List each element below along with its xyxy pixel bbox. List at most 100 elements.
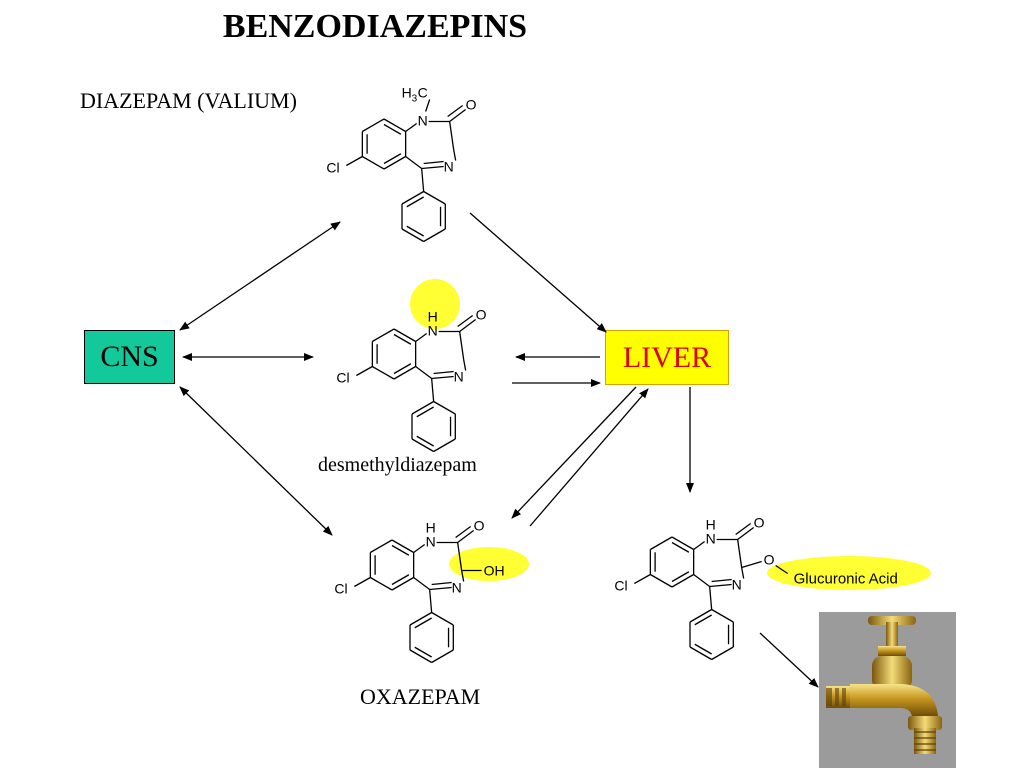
diazepam-structure-double-bond — [423, 160, 444, 165]
desmethyldiazepam-structure-phenyl-bond — [433, 400, 456, 415]
diazepam-structure-methyl-h: H — [402, 85, 412, 101]
liver-node: LIVER — [605, 330, 729, 385]
oxazepam-glucuronide-structure-bond — [634, 573, 651, 585]
desmethyldiazepam-structure-bond — [431, 375, 454, 380]
oxazepam-glucuronide-structure-glucuronic-acid: Glucuronic Acid — [794, 571, 898, 588]
oxazepam-structure-double-bond — [455, 525, 472, 539]
oxazepam-glucuronide-structure-n4: N — [732, 577, 742, 593]
oxazepam-structure-phenyl-double-bond — [414, 646, 432, 658]
desmethyldiazepam-structure-benzene-double-bond — [393, 333, 412, 345]
desmethyldiazepam-structure-phenyl-bond — [411, 438, 434, 453]
desmethyldiazepam-structure-o: O — [476, 307, 487, 323]
desmethyldiazepam-structure-bond — [415, 365, 433, 380]
oxazepam-structure-double-bond — [431, 581, 452, 586]
desmethyldiazepam-structure-bond — [431, 378, 435, 402]
diazepam-structure-bond — [453, 149, 457, 161]
desmethyldiazepam-structure-cl: Cl — [336, 370, 349, 386]
oxazepam-structure-benzene-double-bond — [391, 574, 410, 586]
diazepam-structure-phenyl-bond — [423, 190, 446, 205]
oxazepam-structure-bond — [354, 576, 371, 588]
oxazepam-glucuronide-structure-bond — [737, 526, 755, 541]
oxazepam-structure-benzene-bond — [370, 576, 393, 591]
oxazepam-structure-bond — [457, 542, 463, 571]
oxazepam-structure-phenyl-bond — [409, 611, 432, 626]
diazepam-label: DIAZEPAM (VALIUM) — [80, 88, 297, 113]
oxazepam-structure-o: O — [474, 518, 485, 534]
oxazepam-structure-bond — [413, 576, 431, 591]
oxazepam-structure-phenyl-bond — [431, 649, 454, 664]
cns-node: CNS — [84, 330, 175, 384]
desmethyldiazepam-structure-benzene-bond — [393, 328, 416, 343]
oxazepam-structure-bond — [457, 529, 475, 544]
oxazepam-glucuronide-structure-h: H — [706, 517, 716, 533]
desmethyldiazepam-structure-phenyl-bond — [433, 438, 456, 453]
oh-highlight — [449, 547, 529, 581]
oxazepam-structure-h: H — [426, 520, 436, 536]
oxazepam-structure-benzene-bond — [370, 539, 393, 554]
liver-label: LIVER — [622, 340, 712, 374]
desmethyldiazepam-structure-h: H — [428, 309, 438, 325]
nh-highlight — [410, 279, 460, 329]
diazepam-structure-bond — [449, 121, 455, 150]
diazepam-structure-methyl-c: C — [418, 85, 428, 101]
oxazepam-glucuronide-structure-phenyl-bond — [711, 608, 734, 623]
diazepam-structure-benzene-double-bond — [383, 153, 402, 165]
desmethyldiazepam-structure-double-bond — [457, 314, 474, 328]
diazepam-structure-phenyl-bond — [423, 228, 446, 243]
desmethyldiazepam-structure: O N N Cl H — [336, 307, 487, 453]
diazepam-structure-methyl-sub: 3 — [412, 94, 418, 105]
oxazepam-structure-benzene-bond — [391, 576, 414, 591]
oxazepam-glucuronide-structure-phenyl-bond — [689, 646, 712, 661]
desmethyldiazepam-structure-n4: N — [454, 369, 464, 385]
oxazepam-label: OXAZEPAM — [360, 684, 481, 709]
oxazepam-glucuronide-structure-benzene-bond — [671, 536, 694, 551]
oxazepam-liver-arrow — [529, 388, 649, 527]
oxazepam-glucuronide-structure-bond — [709, 583, 732, 588]
cns-oxazepam-arrow — [179, 386, 333, 536]
diazepam-structure-phenyl-bond — [401, 228, 424, 243]
cns-diazepam-arrow — [179, 221, 341, 331]
oxazepam-glucuronide-structure-double-bond — [711, 578, 732, 583]
oxazepam-structure-benzene-double-bond — [391, 544, 410, 556]
desmethyldiazepam-structure-n1: N — [428, 323, 438, 339]
desmethyldiazepam-structure-benzene-bond — [372, 365, 395, 380]
desmethyldiazepam-structure-benzene-bond — [372, 328, 395, 343]
oxazepam-glucuronide-structure-bond — [775, 564, 789, 575]
oxazepam-structure-oh: OH — [484, 563, 505, 579]
diazepam-structure-phenyl-double-bond — [406, 196, 424, 208]
diazepam-structure-benzene-bond — [362, 155, 385, 170]
glucuronic-highlight — [767, 556, 931, 590]
oxazepam-structure-cl: Cl — [334, 581, 347, 597]
oxazepam-structure-phenyl-bond — [431, 611, 454, 626]
oxazepam-structure-n1: N — [426, 534, 436, 550]
diazepam-structure-bond — [449, 108, 467, 123]
oxazepam-glucuronide-structure-phenyl-double-bond — [694, 643, 712, 655]
oxazepam-glucuronide-structure-benzene-double-bond — [671, 571, 690, 583]
faucet-photo — [819, 612, 956, 768]
diazepam-structure-benzene-bond — [383, 155, 406, 170]
oxazepam-glucuronide-structure-phenyl-double-bond — [694, 614, 712, 626]
oxazepam-structure-benzene-bond — [391, 539, 414, 554]
oxazepam-structure-bond — [429, 586, 452, 591]
diazepam-structure-o: O — [466, 97, 477, 113]
oxazepam-glucuronide-structure-n1: N — [706, 531, 716, 547]
oxazepam-glucuronide-structure-benzene-bond — [650, 536, 673, 551]
desmethyldiazepam-structure-phenyl-double-bond — [416, 406, 434, 418]
oxazepam-glucuronide-structure-bond — [693, 573, 711, 588]
desmethyldiazepam-structure-double-bond — [433, 370, 454, 375]
oxazepam-structure-bond — [429, 589, 433, 613]
oxazepam-glucuronide-structure-bond — [741, 560, 762, 569]
oxazepam-glucuronide-structure-benzene-bond — [650, 573, 673, 588]
desmethyldiazepam-structure-bond — [459, 331, 465, 360]
oxazepam-glucuronide-structure-phenyl-bond — [689, 608, 712, 623]
oxazepam-structure-phenyl-double-bond — [414, 617, 432, 629]
diazepam-structure-bond — [421, 165, 444, 170]
diazepam-structure-phenyl-bond — [401, 190, 424, 205]
oxazepam-structure-bond — [461, 570, 465, 582]
desmethyldiazepam-structure-bond — [459, 318, 477, 333]
oxazepam-glucuronide-structure-phenyl-bond — [711, 646, 734, 661]
diazepam-structure-n1: N — [418, 113, 428, 129]
